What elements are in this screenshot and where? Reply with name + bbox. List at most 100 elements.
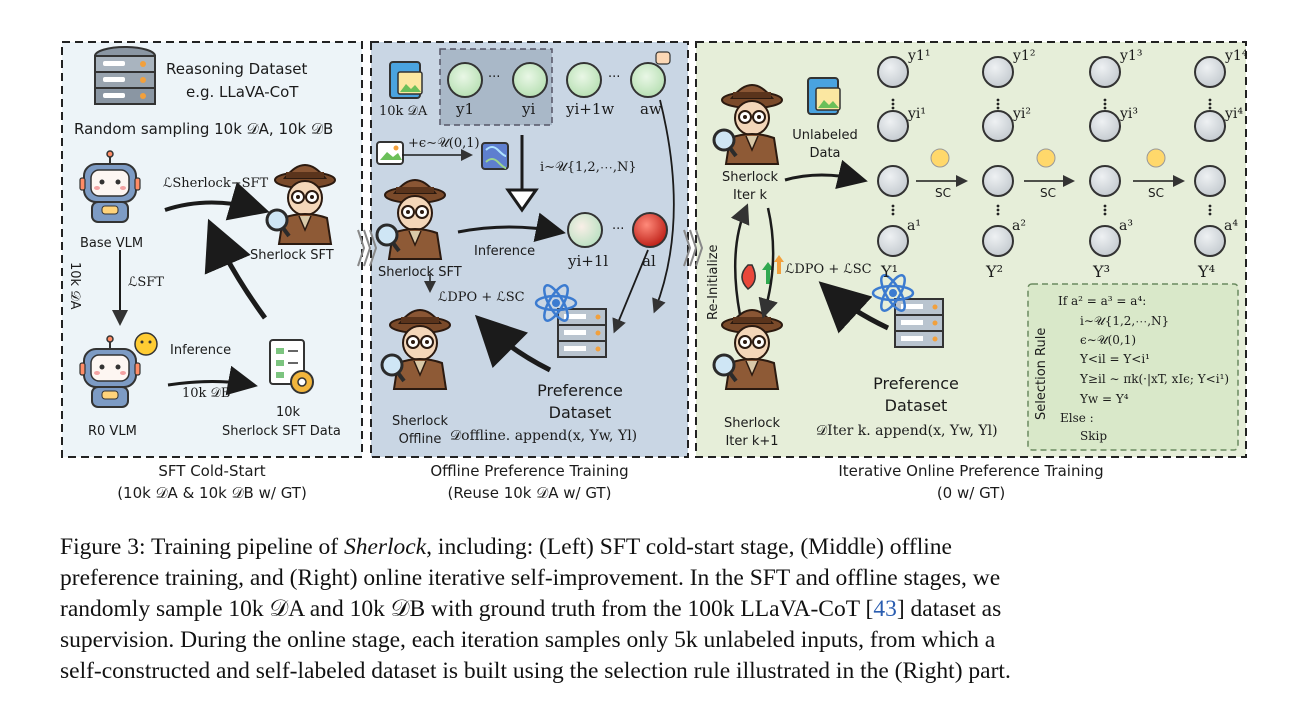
dataset-example: e.g. LLaVA-CoT <box>186 83 299 101</box>
pref-dataset-label-1: Preference <box>873 374 959 393</box>
unlabeled-label-1: Unlabeled <box>792 128 858 143</box>
yi-label: yi <box>522 100 536 118</box>
image-doc-icon <box>389 61 423 99</box>
base-vlm-label: Base VLM <box>80 236 144 251</box>
right-stage-subtitle: (0 w/ GT) <box>936 484 1006 502</box>
caption-line-4: supervision. During the online stage, ea… <box>60 627 996 653</box>
left-stage-title: SFT Cold-Start <box>158 462 266 480</box>
response-node <box>1194 165 1226 197</box>
reinit-label: Re-Initialize <box>706 244 721 320</box>
column-mid-label: yi⁴ <box>1225 106 1243 122</box>
middle-stage-title: Offline Preference Training <box>430 462 629 480</box>
vertical-ellipsis-dot <box>1103 106 1107 110</box>
panel-connector <box>357 229 704 267</box>
sc-label: SC <box>1148 186 1164 200</box>
ellipsis: ··· <box>488 70 501 85</box>
iter-k-label-1: Sherlock <box>721 170 779 185</box>
y1-label: y1 <box>456 100 475 118</box>
column-answer-label: a² <box>1012 218 1026 234</box>
aw-label: aw <box>640 100 662 118</box>
vertical-ellipsis-dot <box>996 212 1000 216</box>
citation-link[interactable]: 43 <box>873 596 897 622</box>
yi1l-label: yi+1l <box>568 252 609 270</box>
vertical-ellipsis-dot <box>1208 102 1212 106</box>
vertical-ellipsis-dot <box>996 204 1000 208</box>
right-stage-title: Iterative Online Preference Training <box>838 462 1104 480</box>
fire-upgrade-icon <box>741 255 784 290</box>
response-node-columns <box>877 56 1226 257</box>
caption-line-2: preference training, and (Right) online … <box>60 565 1001 591</box>
image-icon <box>376 141 404 165</box>
vertical-ellipsis-dot <box>891 212 895 216</box>
r0-vlm-label: R0 VLM <box>88 424 137 439</box>
sc-label: SC <box>1040 186 1056 200</box>
pref-dataset-label-2: Dataset <box>884 396 948 415</box>
side-10k-da-label: 10k 𝒟A <box>67 262 82 310</box>
pref-dataset-label-2: Dataset <box>548 403 612 422</box>
response-node <box>877 225 909 257</box>
unlabeled-data-icon <box>807 77 841 115</box>
vertical-ellipsis-dot <box>1208 98 1212 102</box>
column-top-label: y1³ <box>1120 48 1143 64</box>
iter-k1-label-1: Sherlock <box>723 416 781 431</box>
middle-da-label: 10k 𝒟A <box>379 104 428 119</box>
node-yi <box>512 62 548 98</box>
vertical-ellipsis-dot <box>996 102 1000 106</box>
column-Y-label: Y⁴ <box>1198 262 1215 281</box>
vertical-ellipsis-dot <box>1103 208 1107 212</box>
response-node <box>1089 165 1121 197</box>
vertical-ellipsis-dot <box>1103 212 1107 216</box>
vertical-ellipsis-dot <box>1208 208 1212 212</box>
yi1w-label: yi+1w <box>566 100 615 118</box>
sft-data-icon <box>269 339 314 394</box>
sample-i-label: i∼𝒰{1,2,⋯,N} <box>540 160 637 175</box>
column-mid-label: yi² <box>1013 106 1031 122</box>
rule-line: Yw = Y⁴ <box>1080 392 1129 406</box>
caption-line-1: Figure 3: Training pipeline of Sherlock,… <box>60 534 952 560</box>
thinking-emoji-icon <box>134 332 158 356</box>
column-answer-label: a¹ <box>907 218 921 234</box>
response-node <box>982 225 1014 257</box>
rule-line: Else : <box>1060 411 1094 425</box>
rule-line: If a² = a³ = a⁴: <box>1058 294 1147 308</box>
rule-line: Y≥il ∼ πk(·|xT, xIϵ; Y<i¹) <box>1080 372 1230 386</box>
loss-sherlock-sft: ℒSherlock−SFT <box>163 176 269 191</box>
figure: Reasoning Dataset e.g. LLaVA-CoT Random … <box>61 41 1247 502</box>
sherlock-sft-label: Sherlock SFT <box>250 248 334 263</box>
column-answer-label: a⁴ <box>1224 218 1238 234</box>
loss-sft: ℒSFT <box>128 275 164 290</box>
sherlock-sft-label: Sherlock SFT <box>378 265 462 280</box>
ellipsis: ··· <box>612 222 625 237</box>
unlabeled-label-2: Data <box>809 146 841 161</box>
offline-append-label: 𝒟offline. append(x, Yw, Yl) <box>450 428 638 444</box>
rule-line: ϵ∼𝒰(0,1) <box>1080 333 1137 347</box>
caption-line-5: self-constructed and self-labeled datase… <box>60 658 1011 684</box>
sft-data-label: Sherlock SFT Data <box>222 424 341 439</box>
vertical-ellipsis-dot <box>1208 212 1212 216</box>
response-node <box>982 110 1014 142</box>
sc-judge-icon <box>930 148 1166 168</box>
figure-caption: Figure 3: Training pipeline of Sherlock,… <box>60 532 1250 687</box>
rule-line: Y<il = Y<i¹ <box>1080 352 1150 366</box>
column-answer-label: a³ <box>1119 218 1133 234</box>
inference-label: Inference <box>170 343 232 358</box>
pipeline-diagram <box>61 41 1247 458</box>
response-node <box>982 165 1014 197</box>
node-y1 <box>447 62 483 98</box>
rule-title: Selection Rule <box>1034 327 1049 420</box>
middle-loss-label: ℒDPO + ℒSC <box>438 290 525 305</box>
iter-k1-label-2: Iter k+1 <box>725 434 779 449</box>
vertical-ellipsis-dot <box>1103 102 1107 106</box>
sft-data-count: 10k <box>276 405 301 420</box>
response-node <box>1089 56 1121 88</box>
column-Y-label: Y³ <box>1093 262 1110 281</box>
vertical-ellipsis-dot <box>996 98 1000 102</box>
pref-dataset-label-1: Preference <box>537 381 623 400</box>
response-node <box>1194 110 1226 142</box>
database-icon <box>94 46 156 105</box>
response-node <box>1089 110 1121 142</box>
vertical-ellipsis-dot <box>1103 204 1107 208</box>
column-Y-label: Y¹ <box>881 262 898 281</box>
column-mid-label: yi¹ <box>908 106 926 122</box>
node-yi1w <box>566 62 602 98</box>
